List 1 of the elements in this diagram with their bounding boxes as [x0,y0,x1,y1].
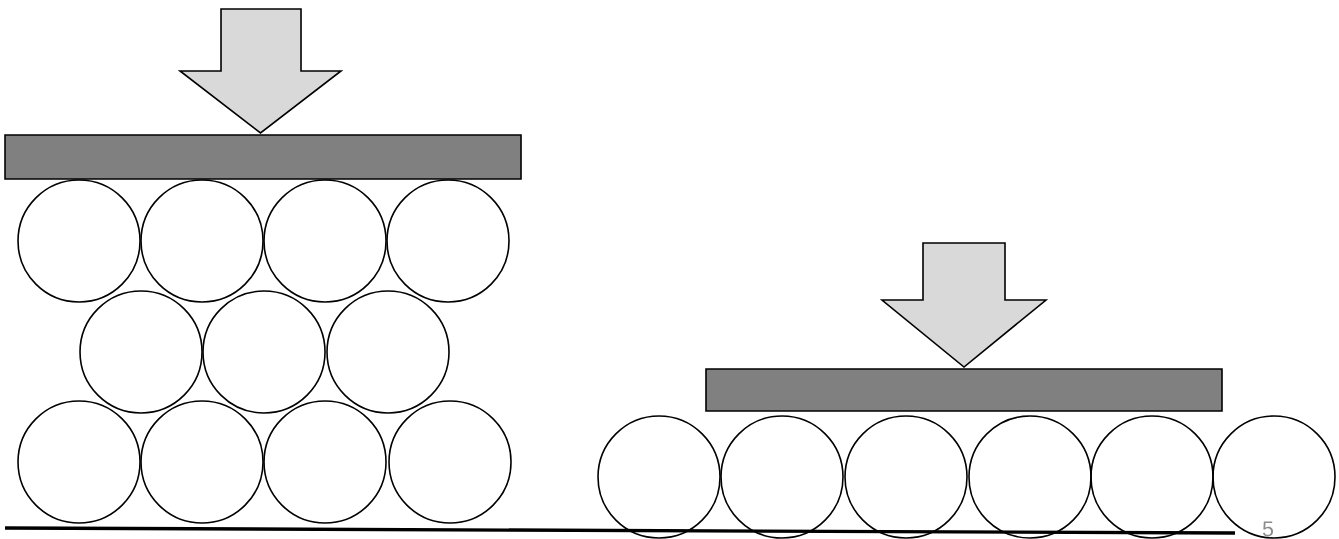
page-number: 5 [1262,521,1273,537]
